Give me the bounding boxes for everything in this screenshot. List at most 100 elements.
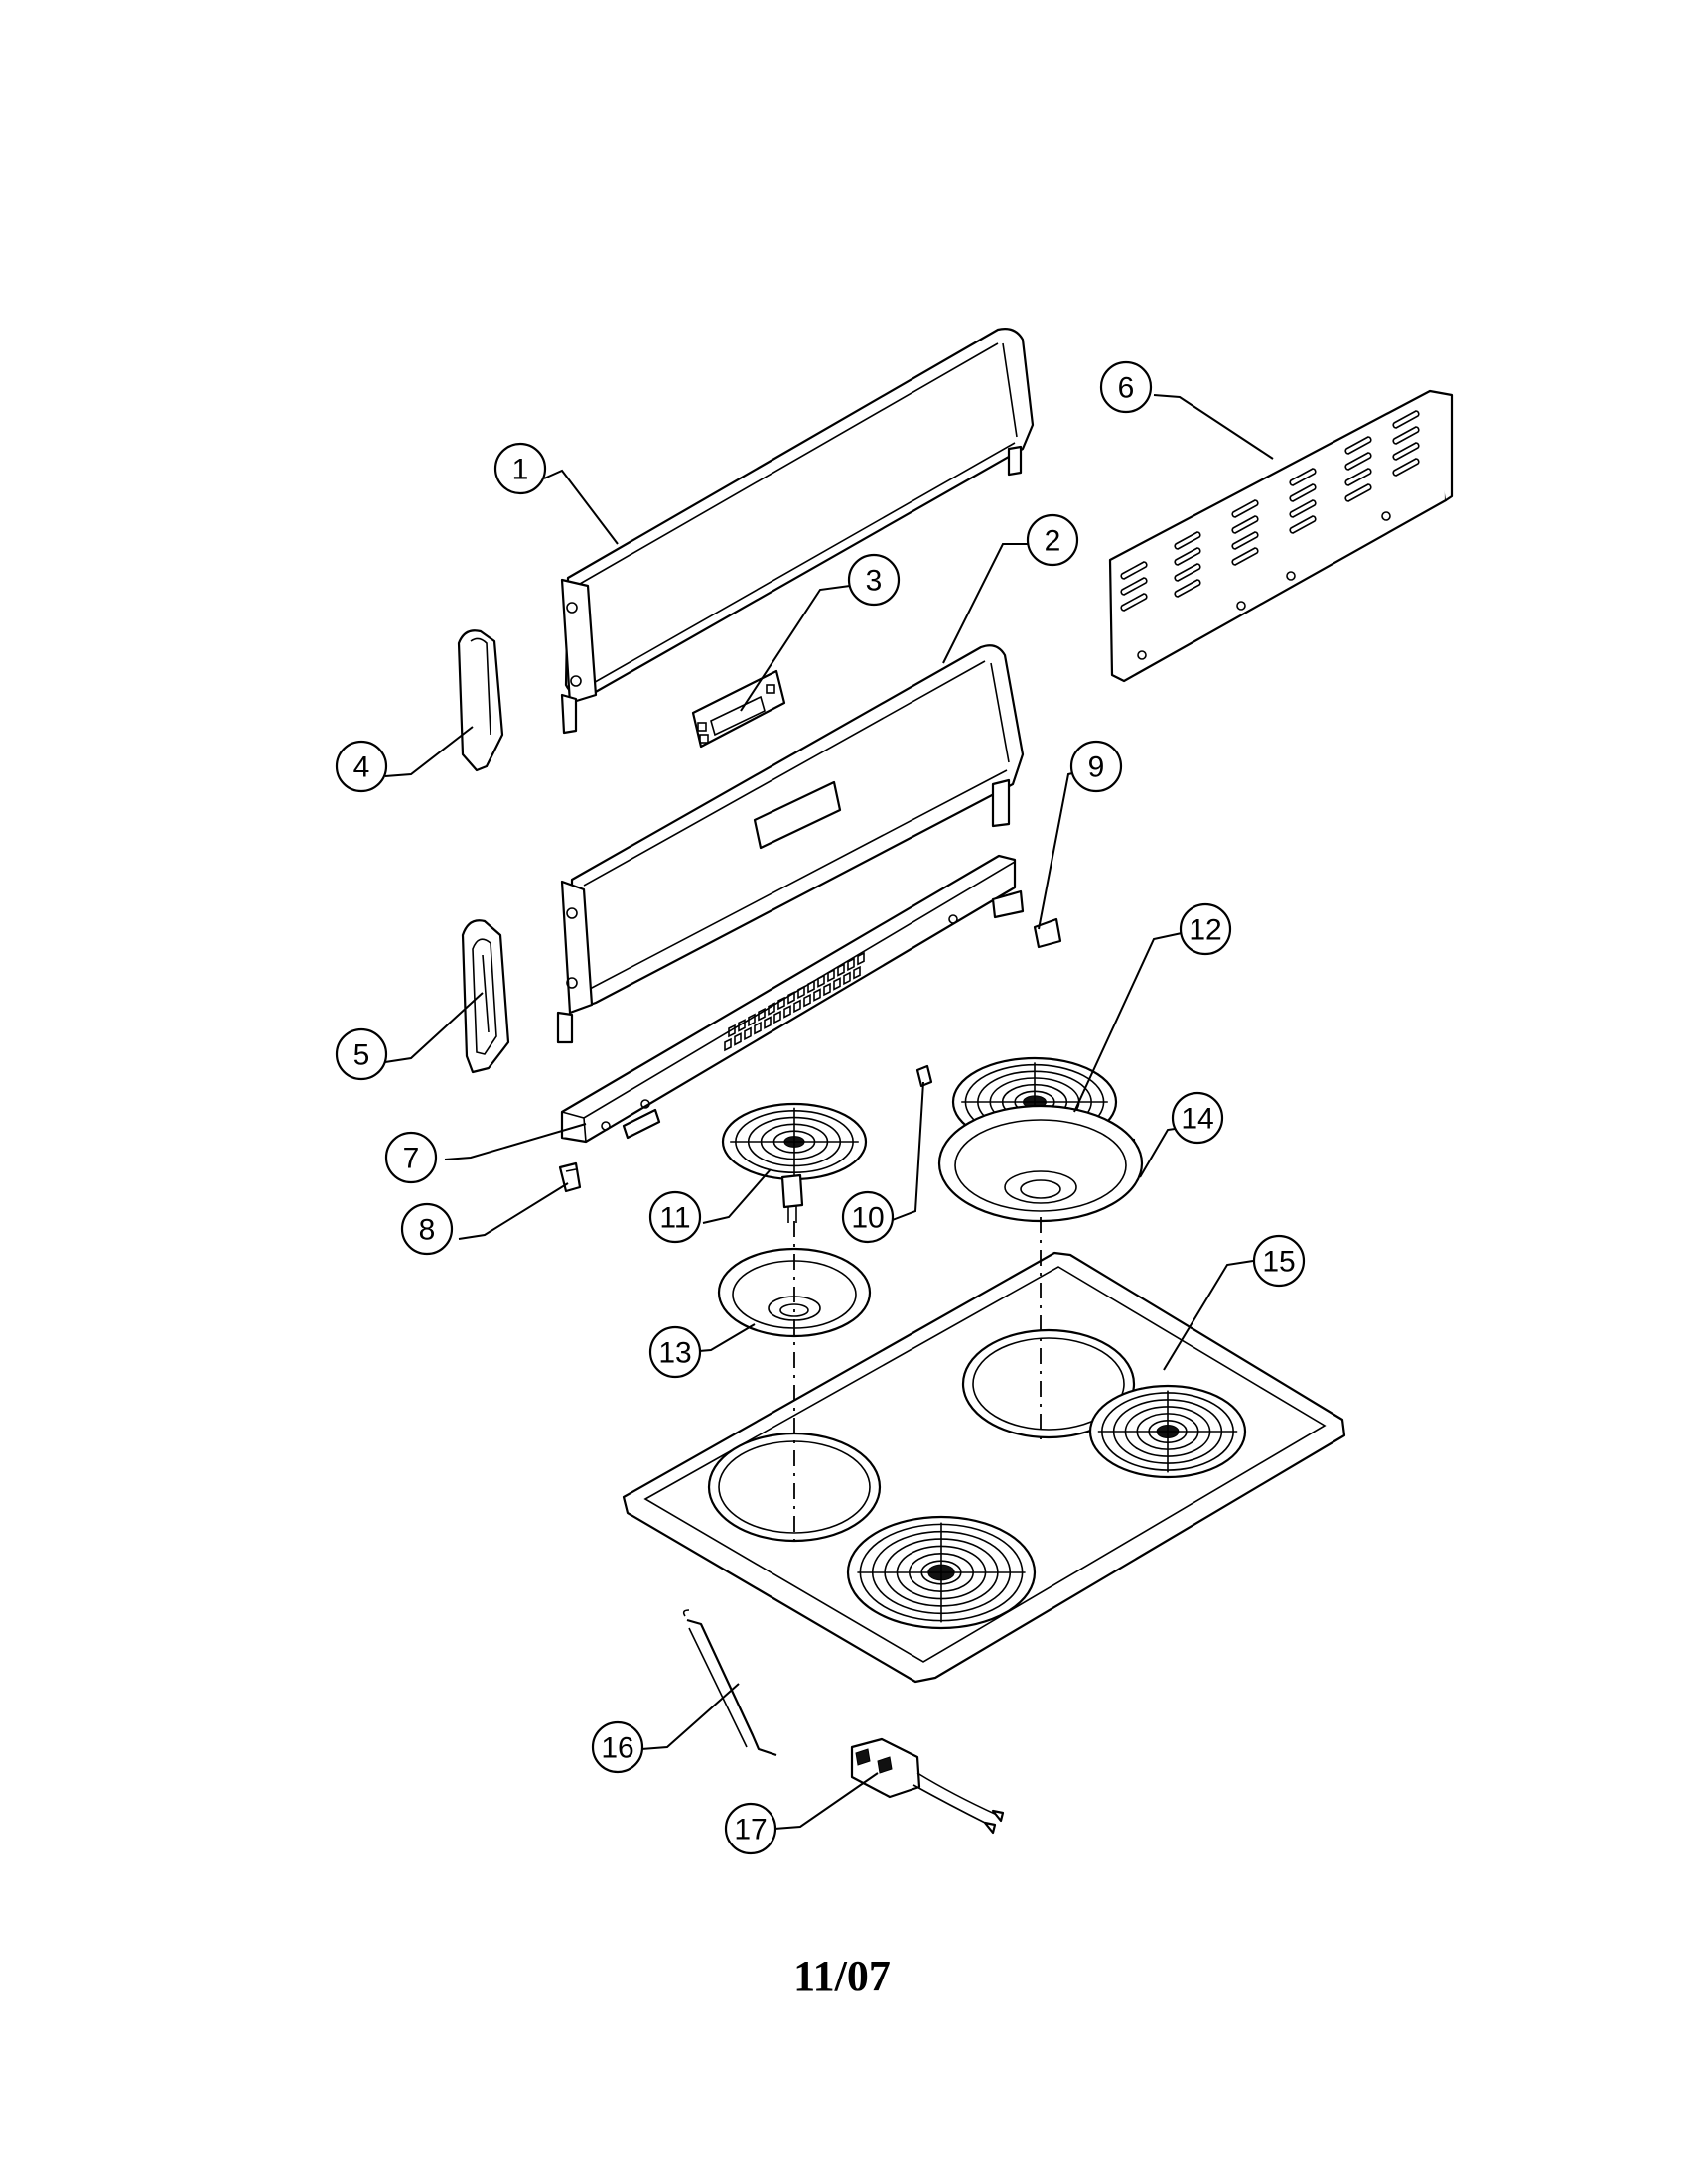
callout-13-label: 13: [658, 1337, 691, 1370]
callout-12-label: 12: [1189, 914, 1221, 947]
louver-slot: [1392, 442, 1420, 461]
vent-slot: [807, 979, 815, 994]
callout-14: 14: [1171, 1091, 1224, 1145]
vent-slot: [817, 974, 825, 988]
vent-slot: [797, 985, 805, 1000]
callout-7-label: 7: [403, 1143, 420, 1175]
part-16-rod: [682, 1609, 777, 1757]
callout-8-label: 8: [419, 1214, 436, 1247]
callout-2: 2: [1026, 513, 1079, 567]
vent-slot: [823, 982, 831, 997]
louver-slot: [1392, 458, 1420, 477]
vent-slot: [768, 1002, 775, 1016]
vent-slot: [813, 988, 821, 1002]
callout-12: 12: [1179, 902, 1232, 956]
callout-14-label: 14: [1181, 1103, 1213, 1136]
vent-slot: [827, 968, 835, 983]
vent-slot: [793, 999, 801, 1014]
vent-slot: [847, 957, 855, 972]
leader-lines: [384, 394, 1274, 1830]
callout-7: 7: [384, 1131, 438, 1184]
louver-slot: [1344, 452, 1372, 471]
vent-slot: [837, 963, 845, 977]
vent-slot: [853, 965, 861, 980]
callout-10: 10: [841, 1190, 895, 1244]
vent-slot: [738, 1019, 746, 1032]
coil-support: [1097, 1390, 1238, 1473]
louver-slot: [1392, 410, 1420, 429]
part-2-control-panel: [556, 644, 1025, 1044]
part-17-terminal-block: [850, 1737, 1005, 1835]
callout-6: 6: [1099, 360, 1153, 414]
louver-slot: [1120, 577, 1148, 596]
vent-slot: [748, 1013, 756, 1027]
part-6-rear-panel: [1108, 389, 1454, 683]
callout-1-label: 1: [512, 454, 529, 486]
part-5-end-cap-lower: [461, 919, 510, 1074]
coil-support: [857, 1522, 1026, 1623]
louver-slot: [1344, 483, 1372, 502]
alignment-lines: [793, 1217, 1042, 1549]
vent-slot: [777, 996, 785, 1011]
part-3-clock-display: [691, 669, 786, 749]
louver-slot: [1289, 468, 1317, 486]
part-9-brackets: [991, 889, 1062, 949]
louver-slot: [1231, 499, 1259, 518]
louver-slot: [1289, 515, 1317, 534]
louver-slot: [1231, 547, 1259, 566]
callout-8: 8: [400, 1202, 454, 1256]
vent-slot: [833, 977, 841, 991]
callout-4-label: 4: [353, 751, 370, 784]
louver-slot: [1120, 593, 1148, 612]
louver-slots: [1120, 410, 1420, 612]
vent-slot: [773, 1010, 781, 1024]
louver-slot: [1174, 547, 1201, 566]
callout-13: 13: [648, 1325, 702, 1379]
callout-11-label: 11: [659, 1202, 690, 1235]
callout-5-label: 5: [353, 1039, 370, 1072]
vent-slot: [734, 1032, 742, 1046]
part-14-large-drip-bowl: [937, 1104, 1144, 1223]
callout-15-label: 15: [1262, 1246, 1295, 1279]
vent-slot: [728, 1024, 736, 1038]
callout-4: 4: [335, 740, 388, 793]
callout-6-label: 6: [1118, 372, 1135, 405]
callout-3-label: 3: [866, 565, 883, 598]
louver-slot: [1344, 468, 1372, 486]
part-4-end-cap-upper: [457, 629, 504, 772]
louver-slot: [1120, 561, 1148, 580]
callout-15: 15: [1252, 1234, 1306, 1288]
vent-slot: [758, 1007, 766, 1022]
louver-slot: [1231, 515, 1259, 534]
part-1-backguard-top: [560, 328, 1035, 735]
callout-9-label: 9: [1088, 751, 1105, 784]
vent-slot: [744, 1026, 752, 1041]
callout-16-label: 16: [601, 1732, 633, 1765]
louver-slot: [1174, 563, 1201, 582]
callout-1: 1: [493, 442, 547, 495]
louver-slot: [1344, 436, 1372, 455]
louver-slot: [1174, 531, 1201, 550]
part-11-small-element: [721, 1102, 868, 1223]
vent-slot: [783, 1005, 791, 1019]
callout-16: 16: [591, 1720, 644, 1774]
louver-slot: [1174, 579, 1201, 598]
vent-slot: [843, 971, 851, 986]
louver-slot: [1289, 499, 1317, 518]
callout-5: 5: [335, 1027, 388, 1081]
louver-slot: [1392, 426, 1420, 445]
rail-vent-slots: [724, 951, 865, 1052]
vent-slot: [787, 991, 795, 1005]
callout-2-label: 2: [1045, 525, 1061, 558]
part-7-front-rail: [560, 854, 1017, 1144]
vent-slot: [754, 1021, 762, 1035]
date-code: 11/07: [793, 1952, 891, 2000]
callout-11: 11: [648, 1190, 702, 1244]
louver-slot: [1231, 531, 1259, 550]
louver-slot: [1289, 483, 1317, 502]
callout-3: 3: [847, 553, 901, 607]
vent-slot: [724, 1037, 732, 1052]
coil-support: [730, 1107, 859, 1176]
callout-9: 9: [1069, 740, 1123, 793]
